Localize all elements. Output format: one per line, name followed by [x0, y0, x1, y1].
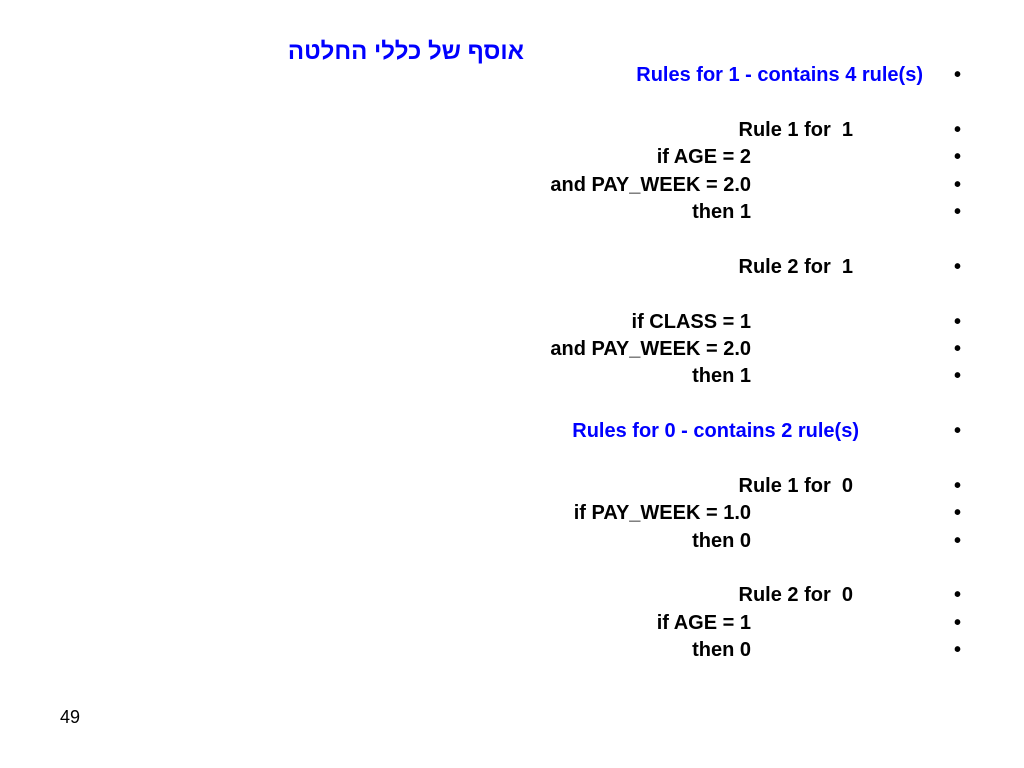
- bullet-icon: •: [954, 310, 962, 333]
- list-spacer: [0, 226, 1024, 253]
- bullet-icon: •: [954, 173, 962, 196]
- rule-heading: Rule 2 for 0: [738, 584, 853, 607]
- list-spacer: [0, 391, 1024, 418]
- bullet-icon: •: [954, 502, 962, 525]
- bullet-icon: •: [954, 365, 962, 388]
- bullet-icon: •: [954, 255, 962, 278]
- bullet-icon: •: [954, 146, 962, 169]
- bullet-icon: •: [954, 200, 962, 223]
- rule-conclusion: then 0: [692, 529, 751, 552]
- rule-condition: if AGE = 2: [656, 146, 751, 169]
- rule-heading: Rule 2 for 1: [738, 255, 853, 278]
- list-spacer: [0, 445, 1024, 472]
- slide-title: אוסף של כללי החלטה: [287, 38, 524, 65]
- list-item-conclusion: then 0 •: [0, 528, 1024, 555]
- bullet-icon: •: [954, 420, 962, 443]
- bullet-icon: •: [954, 64, 962, 86]
- list-item-rule-heading: Rule 2 for 1 •: [0, 254, 1024, 281]
- list-item-condition: if PAY_WEEK = 1.0 •: [0, 500, 1024, 527]
- rule-heading: Rule 1 for 0: [738, 474, 853, 497]
- rule-heading: Rule 1 for 1: [738, 118, 853, 141]
- list-spacer: [0, 281, 1024, 308]
- list-item-rule-heading: Rule 2 for 0 •: [0, 582, 1024, 609]
- rule-condition: and PAY_WEEK = 2.0: [550, 337, 751, 360]
- bullet-icon: •: [954, 118, 962, 141]
- list-item-condition: if AGE = 2 •: [0, 144, 1024, 171]
- list-item-rule-heading: Rule 1 for 0 •: [0, 473, 1024, 500]
- list-item-condition: and PAY_WEEK = 2.0 •: [0, 172, 1024, 199]
- list-item-condition: if AGE = 1 •: [0, 610, 1024, 637]
- list-item-rule-heading: Rule 1 for 1 •: [0, 117, 1024, 144]
- list-item-condition: and PAY_WEEK = 2.0 •: [0, 336, 1024, 363]
- rules-group-header: Rules for 0 - contains 2 rule(s): [572, 420, 859, 443]
- rule-condition: if CLASS = 1: [631, 310, 751, 333]
- rules-bullet-list: Rules for 1 - contains 4 rule(s) • Rule …: [0, 62, 1024, 665]
- list-item-conclusion: then 1 •: [0, 199, 1024, 226]
- rules-group-header: Rules for 1 - contains 4 rule(s): [636, 64, 923, 86]
- list-item-conclusion: then 0 •: [0, 637, 1024, 664]
- rule-condition: and PAY_WEEK = 2.0: [550, 173, 751, 196]
- bullet-icon: •: [954, 337, 962, 360]
- bullet-icon: •: [954, 611, 962, 634]
- rule-conclusion: then 0: [692, 639, 751, 662]
- rule-conclusion: then 1: [692, 365, 751, 388]
- bullet-icon: •: [954, 584, 962, 607]
- list-item-condition: if CLASS = 1 •: [0, 309, 1024, 336]
- rule-condition: if PAY_WEEK = 1.0: [573, 502, 751, 525]
- list-spacer: [0, 555, 1024, 582]
- bullet-icon: •: [954, 529, 962, 552]
- page-number: 49: [60, 707, 81, 727]
- list-item-conclusion: then 1 •: [0, 363, 1024, 390]
- list-spacer: [0, 89, 1024, 116]
- rule-conclusion: then 1: [692, 200, 751, 223]
- bullet-icon: •: [954, 474, 962, 497]
- list-item-rules-for-0-header: Rules for 0 - contains 2 rule(s) •: [0, 418, 1024, 445]
- rule-condition: if AGE = 1: [656, 611, 751, 634]
- bullet-icon: •: [954, 639, 962, 662]
- list-item-rules-for-1-header: Rules for 1 - contains 4 rule(s) •: [0, 62, 1024, 89]
